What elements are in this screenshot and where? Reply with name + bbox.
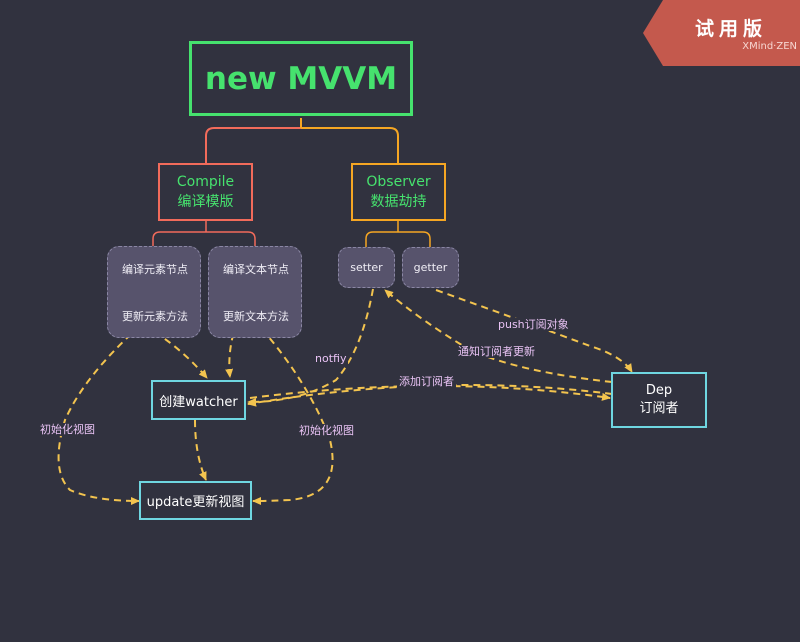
dep-node[interactable]: Dep 订阅者 xyxy=(611,372,707,428)
root-to-observer-connector xyxy=(301,127,399,163)
notfiy-label: notfiy xyxy=(313,352,349,365)
dep-subtitle: 订阅者 xyxy=(639,401,679,416)
watermark-ribbon-shape xyxy=(643,0,800,66)
arrow-element-to-watcher xyxy=(154,331,208,379)
observer-node-title: Observer xyxy=(366,174,431,190)
setter-label: setter xyxy=(350,261,383,274)
compile-element-node-label: 编译元素节点 xyxy=(122,263,188,276)
watcher-label: 创建watcher xyxy=(159,394,238,410)
setter-node[interactable]: setter xyxy=(338,247,395,288)
observer-children-connector xyxy=(365,221,431,247)
arrow-getter-to-dep xyxy=(435,289,633,373)
init-view-right-label: 初始化视图 xyxy=(297,424,356,437)
arrow-dep-to-watcher xyxy=(247,384,613,407)
getter-node[interactable]: getter xyxy=(402,247,459,288)
observer-node[interactable]: Observer 数据劫持 xyxy=(351,163,446,221)
text-node-group[interactable]: 编译文本节点 更新文本方法 xyxy=(208,246,302,338)
element-node-group[interactable]: 编译元素节点 更新元素方法 xyxy=(107,246,201,338)
compile-node-subtitle: 编译模版 xyxy=(177,194,234,210)
push-subscription-label: push订阅对象 xyxy=(496,318,571,331)
add-subscriber-label: 添加订阅者 xyxy=(397,375,456,388)
update-text-method-label: 更新文本方法 xyxy=(223,310,289,323)
root-node[interactable]: new MVVM xyxy=(189,41,413,116)
watermark-title: 试用版 xyxy=(694,18,767,40)
compile-children-connector xyxy=(152,221,256,246)
update-label: update更新视图 xyxy=(146,495,245,510)
trial-watermark: 试用版 XMind·ZEN xyxy=(643,0,800,66)
init-view-left-label: 初始化视图 xyxy=(38,423,97,436)
arrow-watcher-to-update xyxy=(194,419,207,481)
arrow-text-to-update-init xyxy=(252,328,334,505)
compile-node[interactable]: Compile 编译模版 xyxy=(158,163,253,221)
dep-title: Dep xyxy=(645,383,673,398)
update-element-method-label: 更新元素方法 xyxy=(122,310,188,323)
compile-node-title: Compile xyxy=(176,174,235,190)
watcher-node[interactable]: 创建watcher xyxy=(151,380,246,420)
arrow-dep-to-setter xyxy=(384,289,613,383)
arrow-element-to-update-init xyxy=(57,325,141,505)
arrow-setter-to-watcher xyxy=(247,288,374,406)
root-to-compile-connector xyxy=(205,118,302,163)
observer-node-subtitle: 数据劫持 xyxy=(370,194,427,210)
getter-label: getter xyxy=(413,261,448,274)
notify-subscriber-update-label: 通知订阅者更新 xyxy=(456,345,537,358)
update-node[interactable]: update更新视图 xyxy=(139,481,252,520)
root-node-label: new MVVM xyxy=(204,60,398,97)
compile-text-node-label: 编译文本节点 xyxy=(223,263,289,276)
watermark-subtitle: XMind·ZEN xyxy=(742,41,797,52)
